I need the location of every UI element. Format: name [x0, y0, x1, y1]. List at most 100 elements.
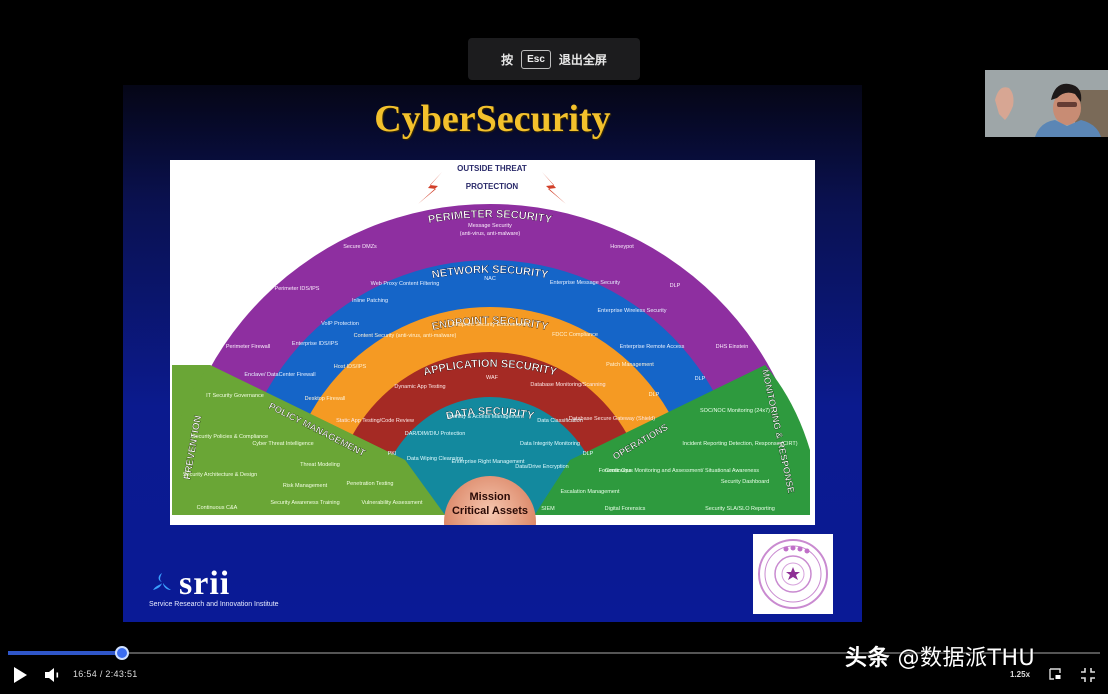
- endpoint-items: Endpoint Security Enforcement Content Se…: [305, 322, 660, 402]
- svg-text:Host IDS/IPS: Host IDS/IPS: [334, 364, 367, 370]
- svg-text:Security SLA/SLO Reporting: Security SLA/SLO Reporting: [705, 506, 775, 512]
- lightning-left-icon: [418, 172, 442, 204]
- svg-text:Cyber Threat Intelligence: Cyber Threat Intelligence: [252, 441, 313, 447]
- playback-speed-button[interactable]: 1.25x: [1010, 670, 1031, 679]
- svg-text:Web Proxy Content Filtering: Web Proxy Content Filtering: [371, 281, 440, 287]
- svg-text:Security Policies & Compliance: Security Policies & Compliance: [192, 434, 268, 440]
- svg-text:Digital Forensics: Digital Forensics: [605, 506, 646, 512]
- svg-text:Perimeter IDS/IPS: Perimeter IDS/IPS: [275, 286, 320, 292]
- svg-text:Escalation Management: Escalation Management: [560, 489, 619, 495]
- srii-subtitle: Service Research and Innovation Institut…: [149, 601, 279, 608]
- monitoring-items: SOC/NOC Monitoring (24x7) Incident Repor…: [541, 408, 797, 512]
- exit-fullscreen-icon[interactable]: [1080, 667, 1096, 683]
- esc-hint-suffix: 退出全屏: [558, 52, 607, 67]
- svg-text:Risk Management: Risk Management: [283, 483, 328, 489]
- outside-threat-label: OUTSIDE THREAT: [457, 164, 527, 173]
- picture-in-picture-icon[interactable]: [1048, 667, 1062, 681]
- svg-text:Static App Testing/Code Review: Static App Testing/Code Review: [336, 418, 414, 424]
- watermark-handle: @数据派THU: [897, 646, 1036, 671]
- data-title: DATA SECURITY: [445, 406, 536, 423]
- svg-text:Endpoint Security Enforcement: Endpoint Security Enforcement: [452, 322, 528, 328]
- svg-text:IT Security Governance: IT Security Governance: [206, 393, 264, 399]
- svg-text:Forensic Ops: Forensic Ops: [599, 468, 632, 474]
- cybersecurity-diagram: Mission Critical Assets OUTSIDE THREAT P…: [170, 160, 815, 525]
- data-ring: [375, 397, 605, 522]
- svg-text:Enterprise Right Management: Enterprise Right Management: [451, 459, 525, 465]
- esc-hint-prefix: 按: [501, 52, 514, 67]
- volume-icon[interactable]: [44, 667, 62, 683]
- core-label-line1: Mission: [470, 491, 511, 503]
- perimeter-title: PERIMETER SECURITY: [427, 208, 553, 226]
- svg-text:Enterprise Message Security: Enterprise Message Security: [550, 280, 621, 286]
- srii-logo: srii Service Research and Innovation Ins…: [149, 565, 279, 608]
- svg-text:SIEM: SIEM: [541, 506, 555, 512]
- svg-text:Desktop Firewall: Desktop Firewall: [305, 396, 346, 402]
- srii-swirl-icon: [153, 573, 171, 590]
- svg-text:Enterprise IDS/IPS: Enterprise IDS/IPS: [292, 341, 338, 347]
- svg-text:Data Integrity Monitoring: Data Integrity Monitoring: [520, 441, 580, 447]
- svg-text:Data Classification: Data Classification: [537, 418, 583, 424]
- svg-text:DLP: DLP: [583, 451, 594, 457]
- watermark: 头条 @数据派THU: [845, 640, 1035, 672]
- time-display: 16:54 / 2:43:51: [73, 669, 138, 679]
- svg-text:PKI: PKI: [388, 451, 397, 457]
- progress-scrubber-handle[interactable]: [115, 646, 129, 660]
- network-items: Web Proxy Content Filtering NAC Enterpri…: [244, 276, 705, 382]
- srii-wordmark: srii: [179, 565, 231, 602]
- svg-text:Vulnerability Assessment: Vulnerability Assessment: [362, 500, 423, 506]
- core-label-line2: Critical Assets: [452, 505, 528, 517]
- svg-text:Penetration Testing: Penetration Testing: [347, 481, 394, 487]
- exit-fullscreen-hint: 按 Esc 退出全屏: [468, 38, 640, 80]
- svg-text:Secure DMZs: Secure DMZs: [343, 244, 377, 250]
- svg-text:SOC/NOC Monitoring (24x7): SOC/NOC Monitoring (24x7): [700, 408, 770, 414]
- svg-text:Enterprise Remote Access: Enterprise Remote Access: [620, 344, 685, 350]
- mission-critical-core: [444, 476, 536, 525]
- application-items: WAF Dynamic App Testing Database Monitor…: [336, 375, 655, 424]
- diagram-svg: Mission Critical Assets OUTSIDE THREAT P…: [170, 160, 815, 525]
- svg-text:Incident Reporting Detection,: Incident Reporting Detection, Response (…: [682, 441, 797, 447]
- slide-title: CyberSecurity: [374, 98, 611, 140]
- svg-text:Data Wiping Cleansing: Data Wiping Cleansing: [407, 456, 463, 462]
- svg-text:DAR/DIM/DIU Protection: DAR/DIM/DIU Protection: [405, 431, 466, 437]
- svg-text:Database Secure Gateway (Shiel: Database Secure Gateway (Shield): [569, 416, 655, 422]
- svg-text:Enclave/ DataCenter Firewall: Enclave/ DataCenter Firewall: [244, 372, 315, 378]
- svg-text:DHS Einstein: DHS Einstein: [716, 344, 749, 350]
- monitoring-wedge: [530, 365, 810, 522]
- progress-track[interactable]: [8, 652, 1100, 654]
- svg-text:Perimeter Firewall: Perimeter Firewall: [226, 344, 270, 350]
- svg-text:DLP: DLP: [670, 283, 681, 289]
- video-player-controls: 16:54 / 2:43:51 1.25x: [0, 640, 1108, 694]
- progress-fill: [8, 651, 121, 655]
- svg-text:Security Dashboard: Security Dashboard: [721, 479, 769, 485]
- svg-text:NAC: NAC: [484, 276, 496, 282]
- university-seal: [753, 534, 833, 614]
- svg-text:Inline Patching: Inline Patching: [352, 298, 388, 304]
- svg-text:Continuous Monitoring and Asse: Continuous Monitoring and Assessment/ Si…: [605, 468, 759, 474]
- svg-text:Enterprise Wireless Security: Enterprise Wireless Security: [597, 308, 666, 314]
- svg-text:FDCC Compliance: FDCC Compliance: [552, 332, 598, 338]
- svg-text:Continuous C&A: Continuous C&A: [197, 505, 238, 511]
- esc-key: Esc: [521, 49, 551, 69]
- lightning-right-icon: [542, 172, 566, 204]
- presenter-webcam[interactable]: [985, 70, 1108, 137]
- svg-text:Identity & Access Management: Identity & Access Management: [448, 414, 524, 420]
- svg-text:VoIP Protection: VoIP Protection: [321, 321, 359, 327]
- perimeter-items: Message Security (anti-virus, anti-malwa…: [226, 223, 749, 350]
- svg-text:WAF: WAF: [486, 375, 499, 381]
- play-icon[interactable]: [14, 667, 27, 683]
- protection-label: PROTECTION: [466, 182, 519, 191]
- svg-text:Dynamic App Testing: Dynamic App Testing: [394, 384, 445, 390]
- svg-text:Database Monitoring/Scanning: Database Monitoring/Scanning: [530, 382, 605, 388]
- svg-text:Security Architecture & Design: Security Architecture & Design: [183, 472, 257, 478]
- svg-text:(anti-virus, anti-malware): (anti-virus, anti-malware): [460, 231, 521, 237]
- seal-icon: [758, 539, 828, 609]
- data-items: Identity & Access Management Data Classi…: [388, 414, 594, 470]
- svg-text:Content Security (anti-virus,: Content Security (anti-virus, anti-malwa…: [354, 333, 457, 339]
- svg-text:Security Awareness Training: Security Awareness Training: [270, 500, 339, 506]
- svg-text:Honeypot: Honeypot: [610, 244, 634, 250]
- svg-text:Threat Modeling: Threat Modeling: [300, 462, 340, 468]
- network-title: NETWORK SECURITY: [431, 264, 550, 282]
- svg-text:Data/Drive Encryption: Data/Drive Encryption: [515, 464, 569, 470]
- svg-text:DLP: DLP: [695, 376, 706, 382]
- svg-text:Patch Management: Patch Management: [606, 362, 654, 368]
